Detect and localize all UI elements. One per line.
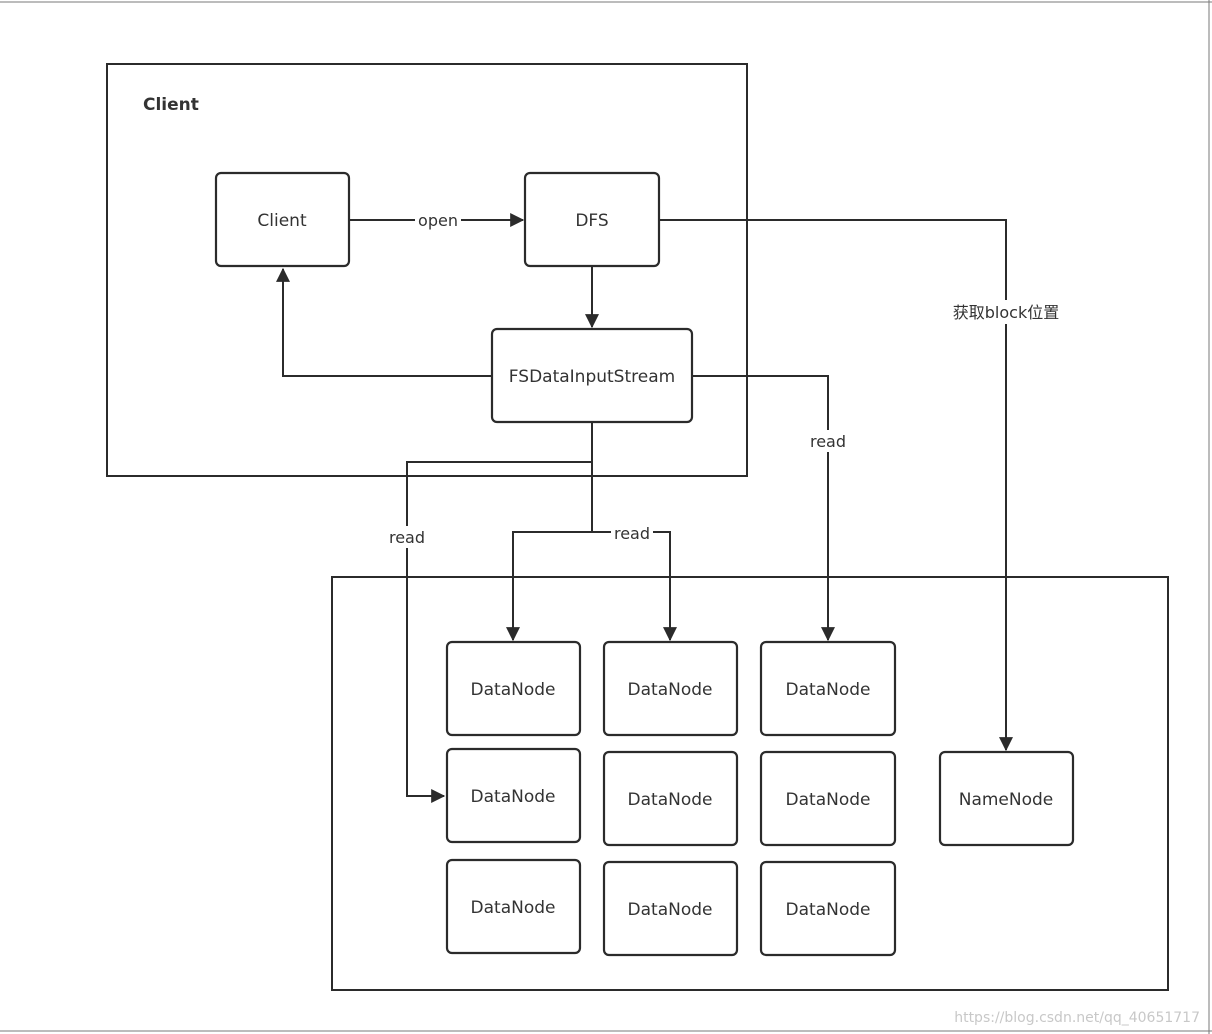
edge-read-right-label: read [810,432,846,451]
node-fsdatainputstream-label: FSDataInputStream [509,367,675,387]
node-dfs: DFS [523,171,661,268]
node-dfs-label: DFS [575,211,608,231]
datanode-r1c3: DataNode [759,640,897,737]
datanode-r1c1-box [445,640,582,737]
edge-read-left [406,461,592,803]
edge-stream-to-client [276,267,492,377]
edge-read-mid-label: read [614,524,650,543]
node-fsdatainputstream-box [490,327,694,424]
datanode-r2c1: DataNode [445,747,582,844]
datanode-r3c2-label: DataNode [628,900,713,920]
node-dfs-box [523,171,661,268]
cluster-group-box [331,576,1169,991]
datanode-r1c2-label: DataNode [628,680,713,700]
edge-read-left-label-bg [385,526,429,548]
edge-open-label: open [418,211,458,230]
node-client-box [214,171,351,268]
client-group-title: Client [143,95,199,115]
datanode-r3c3: DataNode [759,860,897,957]
datanode-r3c3-box [759,860,897,957]
edge-open-label-bg [415,209,461,231]
datanode-r2c1-box [445,747,582,844]
datanode-r3c1-box [445,858,582,955]
edge-read-mid-a [506,423,593,642]
edge-get-block-location [659,219,1013,752]
datanode-r1c1-label: DataNode [471,680,556,700]
datanode-r2c2-box [602,750,739,847]
edge-get-block-label-bg [948,300,1066,324]
edge-read-left-label: read [389,528,425,547]
datanode-r1c3-box [759,640,897,737]
datanode-r2c2-label: DataNode [628,790,713,810]
datanode-r1c3-label: DataNode [786,680,871,700]
node-namenode-box [938,750,1075,847]
datanode-r1c1: DataNode [445,640,582,737]
node-namenode-label: NameNode [959,790,1054,810]
datanode-r2c1-label: DataNode [471,787,556,807]
datanode-r2c3-label: DataNode [786,790,871,810]
node-client-label: Client [257,211,307,231]
watermark-text: https://blog.csdn.net/qq_40651717 [954,1010,1200,1026]
datanode-r3c2: DataNode [602,860,739,957]
node-namenode: NameNode [938,750,1075,847]
client-group-box [106,63,748,477]
datanode-r3c1: DataNode [445,858,582,955]
edge-read-mid-b [592,531,677,642]
datanode-r3c2-box [602,860,739,957]
datanode-r1c2: DataNode [602,640,739,737]
edge-read-mid-label-bg [611,522,653,544]
node-fsdatainputstream: FSDataInputStream [490,327,694,424]
datanode-r3c3-label: DataNode [786,900,871,920]
datanode-r2c3: DataNode [759,750,897,847]
datanode-r1c2-box [602,640,739,737]
node-client: Client [214,171,351,268]
edge-get-block-label: 获取block位置 [953,303,1059,322]
edge-read-right-label-bg [806,430,850,452]
datanode-r2c2: DataNode [602,750,739,847]
datanode-r3c1-label: DataNode [471,898,556,918]
edge-read-right [692,375,835,642]
datanode-r2c3-box [759,750,897,847]
